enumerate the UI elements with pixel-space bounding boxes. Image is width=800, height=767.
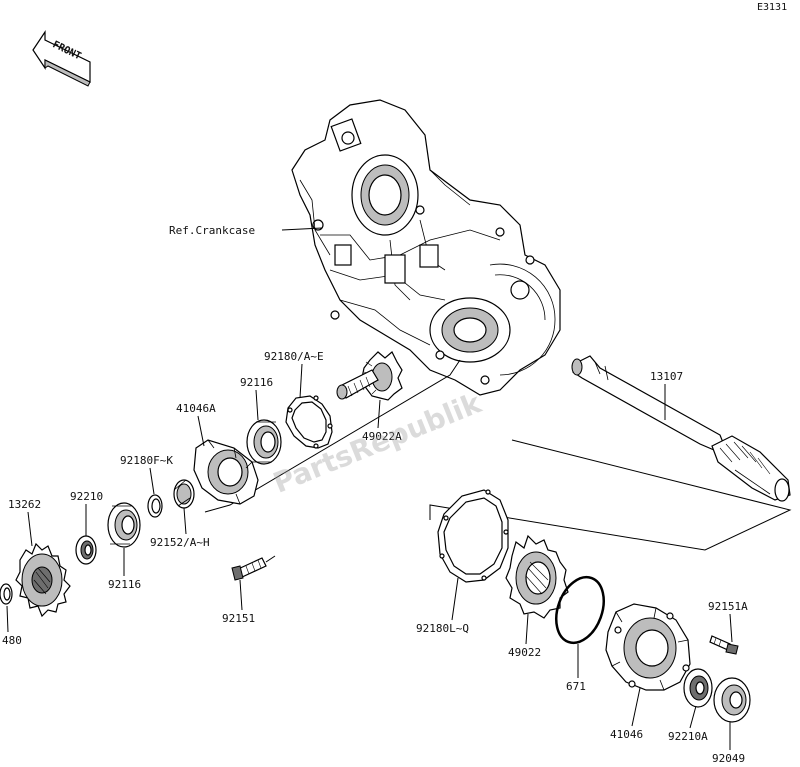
collar-92152AH xyxy=(173,479,195,509)
leader-92180LQ xyxy=(451,577,459,621)
gear-13262 xyxy=(15,542,71,618)
gasket-92180AE xyxy=(285,395,333,449)
leader-92152AH xyxy=(183,507,187,535)
leader-92151A xyxy=(729,613,733,643)
leader-92180AE xyxy=(299,363,303,399)
ref-crankcase-leader xyxy=(281,227,323,231)
label-92151: 92151 xyxy=(222,612,255,625)
crankcase-illustration xyxy=(291,99,561,396)
seal-92210 xyxy=(75,535,97,565)
ref-crankcase-label: Ref.Crankcase xyxy=(169,224,255,237)
housing-41046 xyxy=(605,603,691,691)
seal-92049 xyxy=(713,677,751,723)
label-49022A: 49022A xyxy=(362,430,402,443)
label-41046: 41046 xyxy=(610,728,643,741)
label-480: 480 xyxy=(2,634,22,647)
label-92180AE: 92180/A~E xyxy=(264,350,324,363)
group-bracket-right xyxy=(429,439,792,551)
gear-49022 xyxy=(505,534,569,619)
bolt-92151 xyxy=(231,557,267,581)
leader-92151 xyxy=(239,579,243,611)
leader-41046A xyxy=(197,415,205,447)
label-92116-bottom: 92116 xyxy=(108,578,141,591)
front-arrow-icon: FRONT xyxy=(32,30,91,87)
oring-671 xyxy=(555,575,605,645)
diagram-code: E3131 xyxy=(757,2,787,13)
label-13262: 13262 xyxy=(8,498,41,511)
gasket-92180LQ xyxy=(437,489,509,583)
leader-480 xyxy=(6,605,9,633)
leader-41046 xyxy=(631,687,641,727)
label-92210: 92210 xyxy=(70,490,103,503)
label-41046A: 41046A xyxy=(176,402,216,415)
label-671: 671 xyxy=(566,680,586,693)
bearing-92116-top xyxy=(246,419,282,465)
label-92180LQ: 92180L~Q xyxy=(416,622,469,635)
bolt-92151A xyxy=(709,635,739,655)
shaft-13107 xyxy=(571,355,791,502)
label-92180FK: 92180F~K xyxy=(120,454,173,467)
leader-92151-ext xyxy=(265,555,276,563)
gear-49022A xyxy=(336,351,403,401)
seal-92210A xyxy=(683,668,713,708)
label-92151A: 92151A xyxy=(708,600,748,613)
housing-41046A xyxy=(193,439,259,505)
bearing-92116-bottom xyxy=(107,502,141,548)
leader-13262 xyxy=(27,511,33,547)
leader-49022 xyxy=(525,613,529,645)
leader-49022A xyxy=(377,399,381,429)
label-92116-top: 92116 xyxy=(240,376,273,389)
label-13107: 13107 xyxy=(650,370,683,383)
label-49022: 49022 xyxy=(508,646,541,659)
label-92049: 92049 xyxy=(712,752,745,765)
group-bracket-left xyxy=(204,359,461,513)
shim-92180FK xyxy=(147,494,163,518)
leader-92116-top xyxy=(255,389,259,421)
leader-92180FK xyxy=(149,467,155,495)
label-92210A: 92210A xyxy=(668,730,708,743)
leader-92210A xyxy=(689,705,697,729)
circlip-480 xyxy=(0,583,13,605)
label-92152AH: 92152/A~H xyxy=(150,536,210,549)
